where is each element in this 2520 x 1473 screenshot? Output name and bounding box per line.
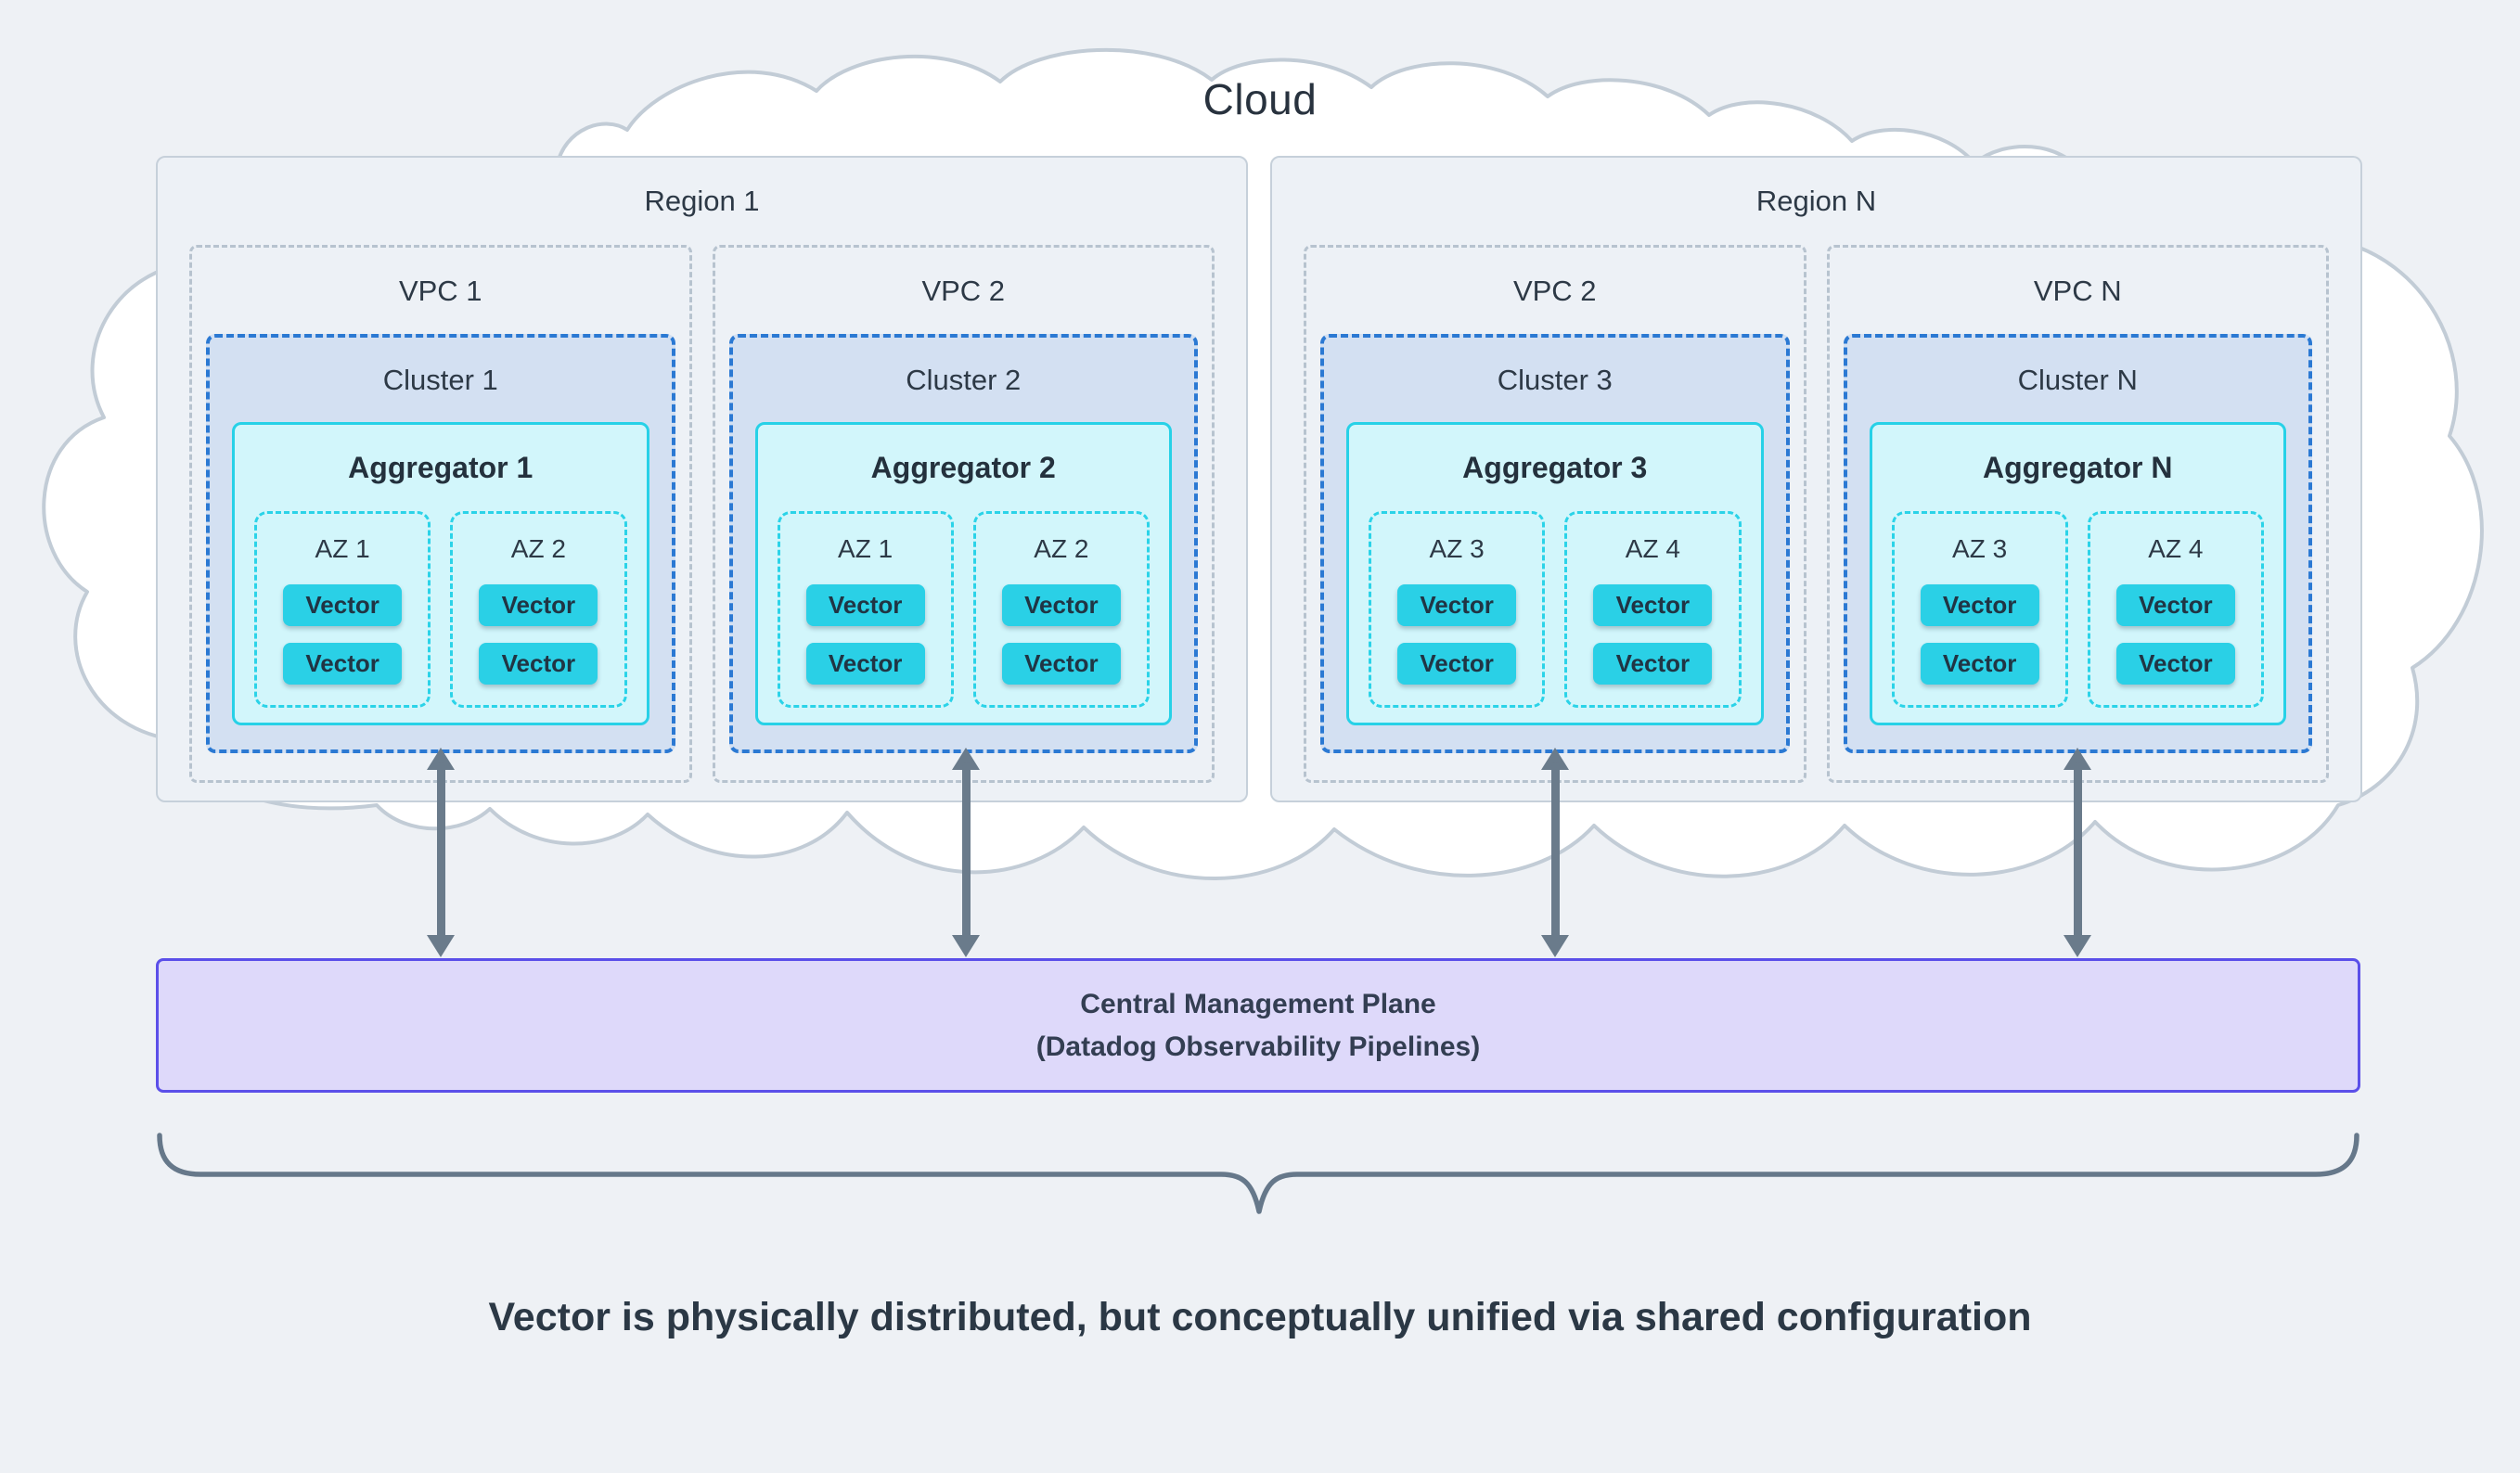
vector-node: Vector [1593, 584, 1713, 626]
cloud-title: Cloud [1202, 75, 1318, 123]
vpc-title: VPC 1 [398, 274, 482, 307]
vector-node: Vector [2115, 584, 2235, 626]
az-title: AZ 2 [510, 534, 566, 563]
region-title: Region N [1755, 185, 1877, 217]
arrow-down-icon [427, 935, 455, 957]
cluster-to-plane-arrow [2064, 748, 2091, 957]
vector-node: Vector [1397, 584, 1517, 626]
aggregator-title: Aggregator 3 [1462, 451, 1648, 484]
caption: Vector is physically distributed, but co… [488, 1295, 2032, 1339]
arrow-shaft [961, 762, 971, 941]
vpc-title: VPC 2 [921, 274, 1006, 307]
arrow-down-icon [952, 935, 980, 957]
management-plane-subtitle: (Datadog Observability Pipelines) [1035, 1031, 1481, 1062]
az-title: AZ 4 [1625, 534, 1680, 563]
vector-node: Vector [1001, 643, 1121, 685]
arrow-down-icon [1541, 935, 1569, 957]
vpc-title: VPC N [2033, 274, 2122, 307]
vector-node: Vector [283, 584, 403, 626]
cluster-to-plane-arrow [1541, 748, 1569, 957]
cluster-title: Cluster 2 [906, 363, 1022, 396]
cluster-title: Cluster 1 [382, 363, 498, 396]
region-box: Region N VPC 2 Cluster 3 Aggregator 3 AZ 3 Ve… [1270, 156, 2362, 802]
aggregator-title: Aggregator 1 [348, 451, 534, 484]
arrow-shaft [2073, 762, 2082, 941]
cluster-title: Cluster 3 [1497, 363, 1613, 396]
vector-node: Vector [1001, 584, 1121, 626]
vector-node: Vector [805, 584, 925, 626]
az-title: AZ 1 [315, 534, 370, 563]
vector-node: Vector [479, 584, 598, 626]
regions-row: Region 1 VPC 1 Cluster 1 Aggregator 1 AZ 1 Ve… [156, 156, 2362, 802]
management-plane-title: Central Management Plane [1080, 988, 1436, 1019]
az-title: AZ 4 [2148, 534, 2204, 563]
az-title: AZ 3 [1952, 534, 2008, 563]
cluster-title: Cluster N [2017, 363, 2138, 396]
vector-node: Vector [1920, 584, 2039, 626]
vector-node: Vector [805, 643, 925, 685]
cluster-to-plane-arrow [427, 748, 455, 957]
arrow-shaft [1550, 762, 1560, 941]
arrow-down-icon [2064, 935, 2091, 957]
region-title: Region 1 [644, 185, 760, 217]
vector-node: Vector [283, 643, 403, 685]
vector-node: Vector [1397, 643, 1517, 685]
management-plane-box: Central Management Plane (Datadog Observ… [156, 958, 2360, 1093]
arrow-shaft [436, 762, 445, 941]
vector-node: Vector [479, 643, 598, 685]
aggregator-title: Aggregator 2 [870, 451, 1056, 484]
cluster-to-plane-arrow [952, 748, 980, 957]
az-title: AZ 1 [838, 534, 894, 563]
brace-path [157, 1133, 2359, 1214]
az-title: AZ 3 [1429, 534, 1485, 563]
region-box: Region 1 VPC 1 Cluster 1 Aggregator 1 AZ 1 Ve… [156, 156, 1248, 802]
vector-node: Vector [1593, 643, 1713, 685]
vpc-title: VPC 2 [1512, 274, 1597, 307]
az-title: AZ 2 [1034, 534, 1089, 563]
vector-node: Vector [1920, 643, 2039, 685]
vector-node: Vector [2115, 643, 2235, 685]
aggregator-title: Aggregator N [1983, 451, 2173, 484]
